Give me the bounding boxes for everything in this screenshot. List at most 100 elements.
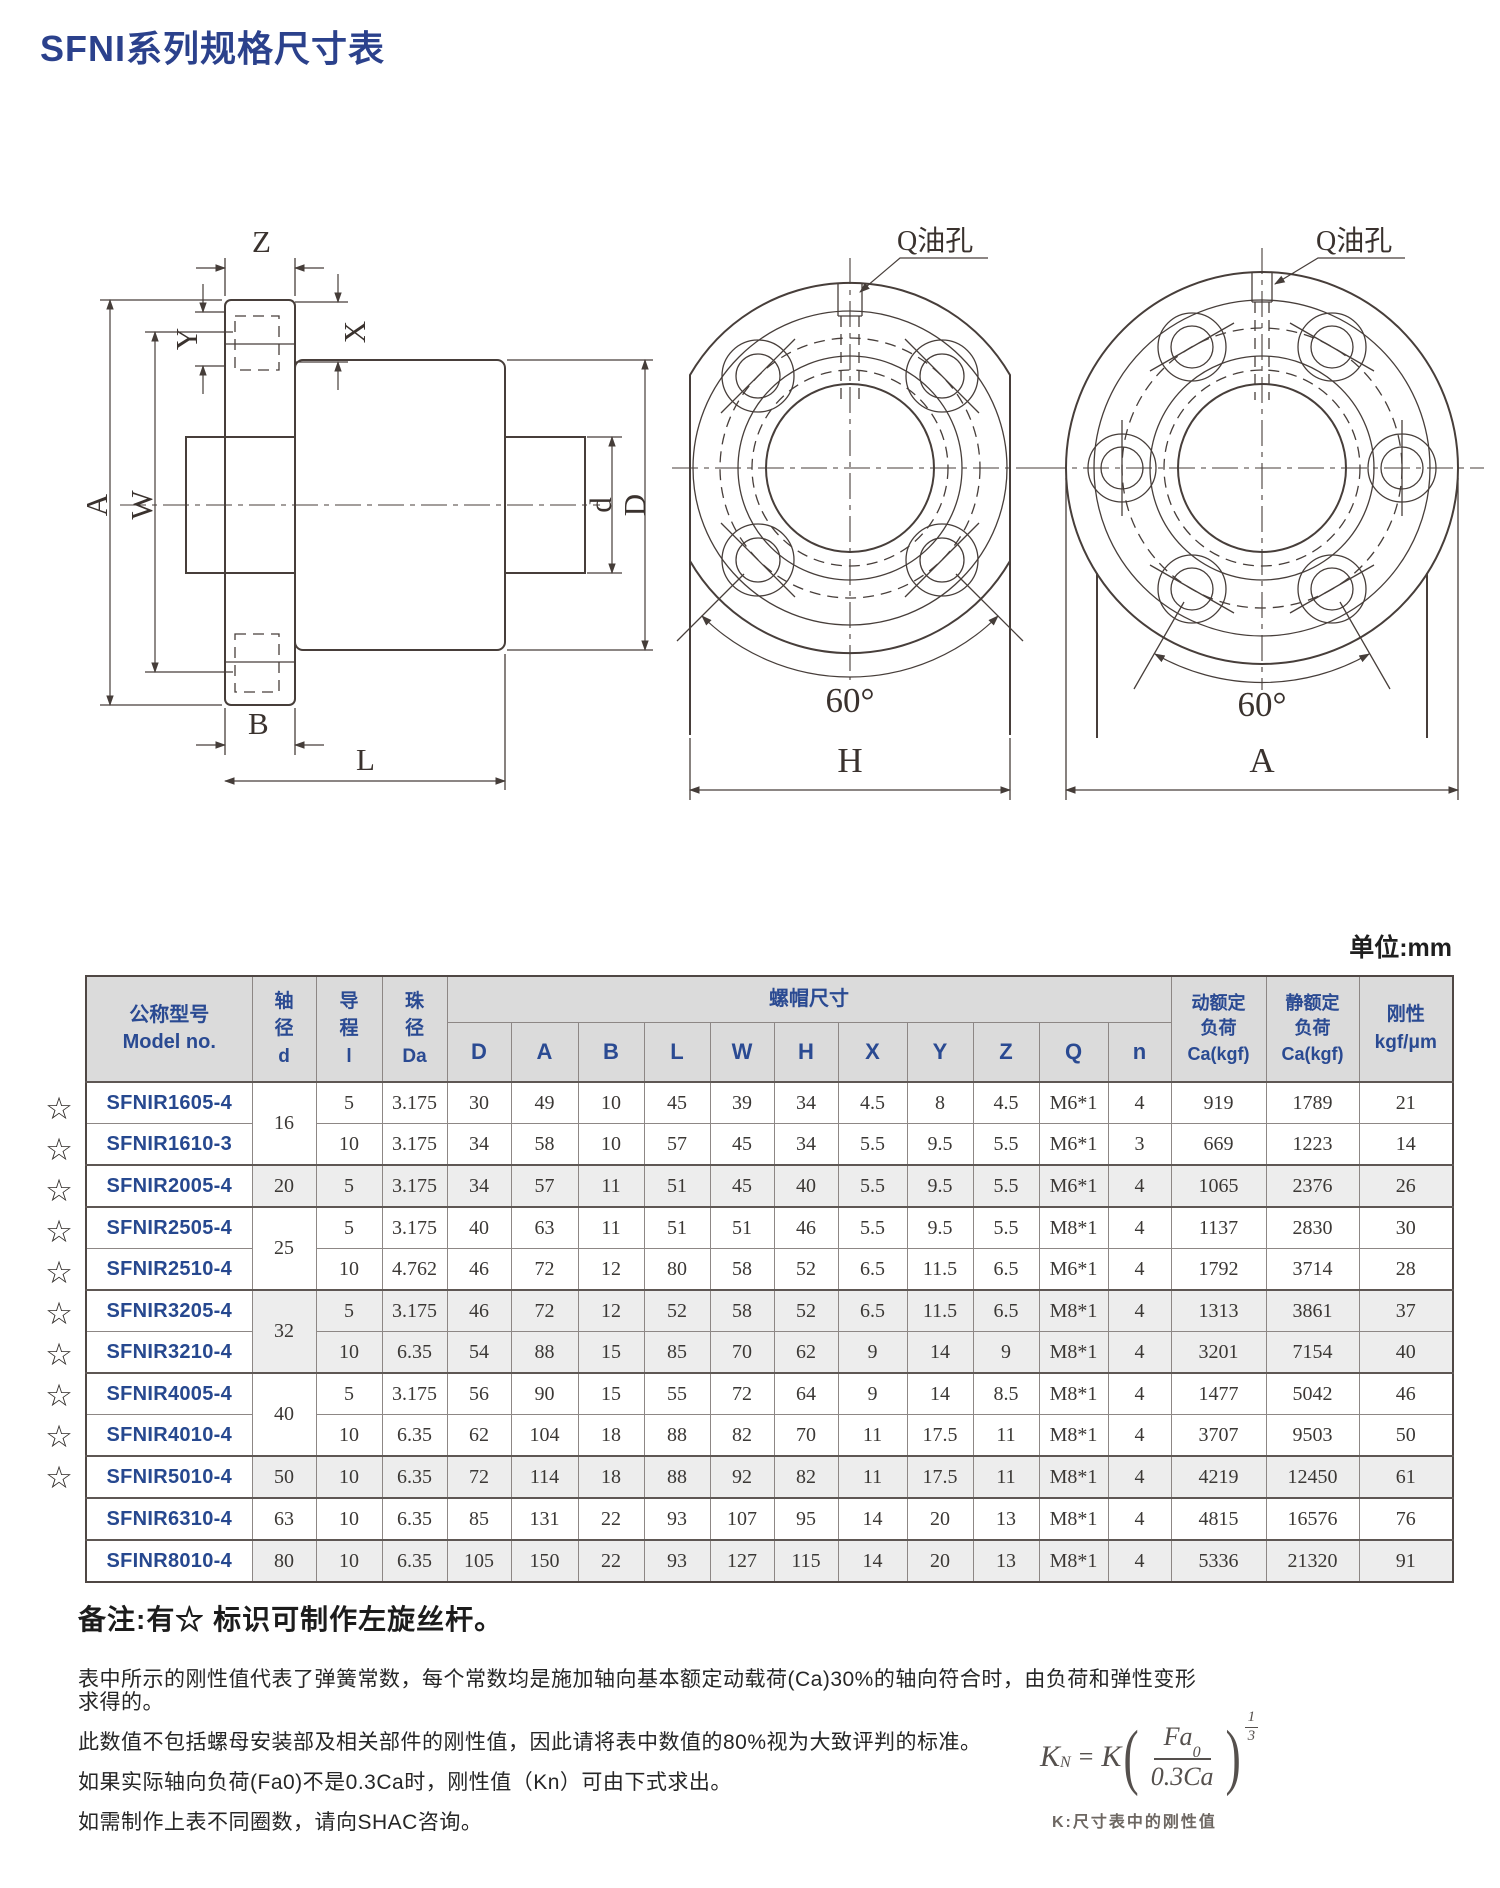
value-cell: 14: [906, 1372, 974, 1415]
value-cell: 39: [709, 1081, 775, 1124]
value-cell: 58: [510, 1123, 579, 1166]
value-cell: 95: [773, 1497, 839, 1541]
note-line: 如果实际轴向负荷(Fa0)不是0.3Ca时，刚性值（Kn）可由下式求出。: [78, 1771, 732, 1795]
value-cell: 10: [315, 1331, 383, 1374]
value-cell: 15: [577, 1331, 645, 1374]
value-cell: 4: [1107, 1289, 1172, 1332]
dim-label-y: Y: [169, 328, 204, 350]
side-view-drawing: Z Y X A W: [79, 224, 653, 790]
model-cell: SFNIR2005-4: [85, 1164, 253, 1208]
value-cell: 115: [773, 1539, 839, 1583]
value-cell: 9503: [1265, 1414, 1360, 1457]
value-cell: 63: [510, 1206, 579, 1249]
formula-lhs: K: [1040, 1740, 1061, 1774]
value-cell: 4: [1107, 1414, 1172, 1457]
page-title: SFNI系列规格尺寸表: [40, 28, 386, 69]
value-cell: 4815: [1170, 1497, 1267, 1541]
oil-hole-label: Q油孔: [1316, 225, 1392, 257]
value-cell: 9.5: [906, 1164, 974, 1208]
value-cell: 18: [577, 1455, 645, 1499]
dim-label-b: B: [248, 706, 269, 741]
value-cell: 1792: [1170, 1248, 1267, 1291]
value-cell: 3714: [1265, 1248, 1360, 1291]
value-cell: 17.5: [906, 1455, 974, 1499]
model-cell: SFNIR5010-4: [85, 1455, 253, 1499]
value-cell: 8.5: [972, 1372, 1040, 1415]
shaft-diameter-cell: 40: [251, 1372, 317, 1457]
value-cell: 10: [315, 1539, 383, 1583]
value-cell: 52: [773, 1289, 839, 1332]
value-cell: M8*1: [1038, 1497, 1109, 1541]
value-cell: 92: [709, 1455, 775, 1499]
value-cell: 11: [577, 1206, 645, 1249]
value-cell: 88: [643, 1455, 711, 1499]
value-cell: 72: [510, 1248, 579, 1291]
value-cell: 52: [643, 1289, 711, 1332]
value-cell: M8*1: [1038, 1206, 1109, 1249]
col-header-H: H: [773, 1021, 839, 1083]
model-cell: SFNIR4005-4: [85, 1372, 253, 1415]
left-hand-thread-star-icon: ☆: [45, 1337, 73, 1372]
value-cell: 72: [709, 1372, 775, 1415]
value-cell: 70: [709, 1331, 775, 1374]
star-column: ☆☆☆☆☆☆☆☆☆☆: [38, 975, 80, 1575]
front-view-6hole-drawing: Q油孔 60° A: [1040, 225, 1484, 800]
value-cell: 82: [773, 1455, 839, 1499]
notes-block: 表中所示的刚性值代表了弹簧常数，每个常数均是施加轴向基本额定动载荷(Ca)30%…: [78, 1668, 1198, 1851]
dim-label-a: A: [79, 493, 114, 516]
value-cell: 107: [709, 1497, 775, 1541]
col-header-model: 公称型号 Model no.: [85, 975, 253, 1083]
value-cell: 34: [773, 1081, 839, 1124]
value-cell: 131: [510, 1497, 579, 1541]
value-cell: 10: [315, 1123, 383, 1166]
value-cell: 1789: [1265, 1081, 1360, 1124]
model-cell: SFNIR6310-4: [85, 1497, 253, 1541]
value-cell: 9: [837, 1331, 908, 1374]
col-header-X: X: [837, 1021, 908, 1083]
value-cell: 669: [1170, 1123, 1267, 1166]
value-cell: 40: [773, 1164, 839, 1208]
value-cell: 11: [837, 1414, 908, 1457]
spec-table: 公称型号 Model no. 轴 径 d 导 程 l 珠: [85, 975, 1455, 1583]
value-cell: 6.35: [381, 1455, 448, 1499]
dim-label-x: X: [337, 321, 372, 343]
value-cell: M6*1: [1038, 1123, 1109, 1166]
left-hand-thread-star-icon: ☆: [45, 1460, 73, 1495]
value-cell: 3.175: [381, 1206, 448, 1249]
value-cell: 64: [773, 1372, 839, 1415]
value-cell: 56: [446, 1372, 512, 1415]
value-cell: 5.5: [972, 1206, 1040, 1249]
col-header-Y: Y: [906, 1021, 974, 1083]
value-cell: M6*1: [1038, 1164, 1109, 1208]
value-cell: 2376: [1265, 1164, 1360, 1208]
value-cell: 10: [315, 1414, 383, 1457]
width-label-a: A: [1249, 741, 1275, 780]
value-cell: 4: [1107, 1539, 1172, 1583]
value-cell: 85: [446, 1497, 512, 1541]
value-cell: 82: [709, 1414, 775, 1457]
value-cell: 45: [709, 1123, 775, 1166]
value-cell: 104: [510, 1414, 579, 1457]
value-cell: 11: [577, 1164, 645, 1208]
value-cell: 13: [972, 1539, 1040, 1583]
value-cell: 46: [1358, 1372, 1454, 1415]
model-cell: SFNIR2510-4: [85, 1248, 253, 1291]
value-cell: M8*1: [1038, 1331, 1109, 1374]
dim-label-dd: D: [617, 494, 652, 516]
value-cell: 45: [643, 1081, 711, 1124]
shaft-diameter-cell: 20: [251, 1164, 317, 1208]
value-cell: 62: [446, 1414, 512, 1457]
value-cell: 58: [709, 1248, 775, 1291]
value-cell: 57: [510, 1164, 579, 1208]
value-cell: 34: [773, 1123, 839, 1166]
value-cell: 4: [1107, 1164, 1172, 1208]
value-cell: 5336: [1170, 1539, 1267, 1583]
value-cell: 3707: [1170, 1414, 1267, 1457]
model-cell: SFNIR3205-4: [85, 1289, 253, 1332]
model-cell: SFNIR2505-4: [85, 1206, 253, 1249]
value-cell: 46: [773, 1206, 839, 1249]
front-view-4hole-drawing: Q油孔 60° H: [672, 225, 1060, 800]
col-header-D: D: [446, 1021, 512, 1083]
